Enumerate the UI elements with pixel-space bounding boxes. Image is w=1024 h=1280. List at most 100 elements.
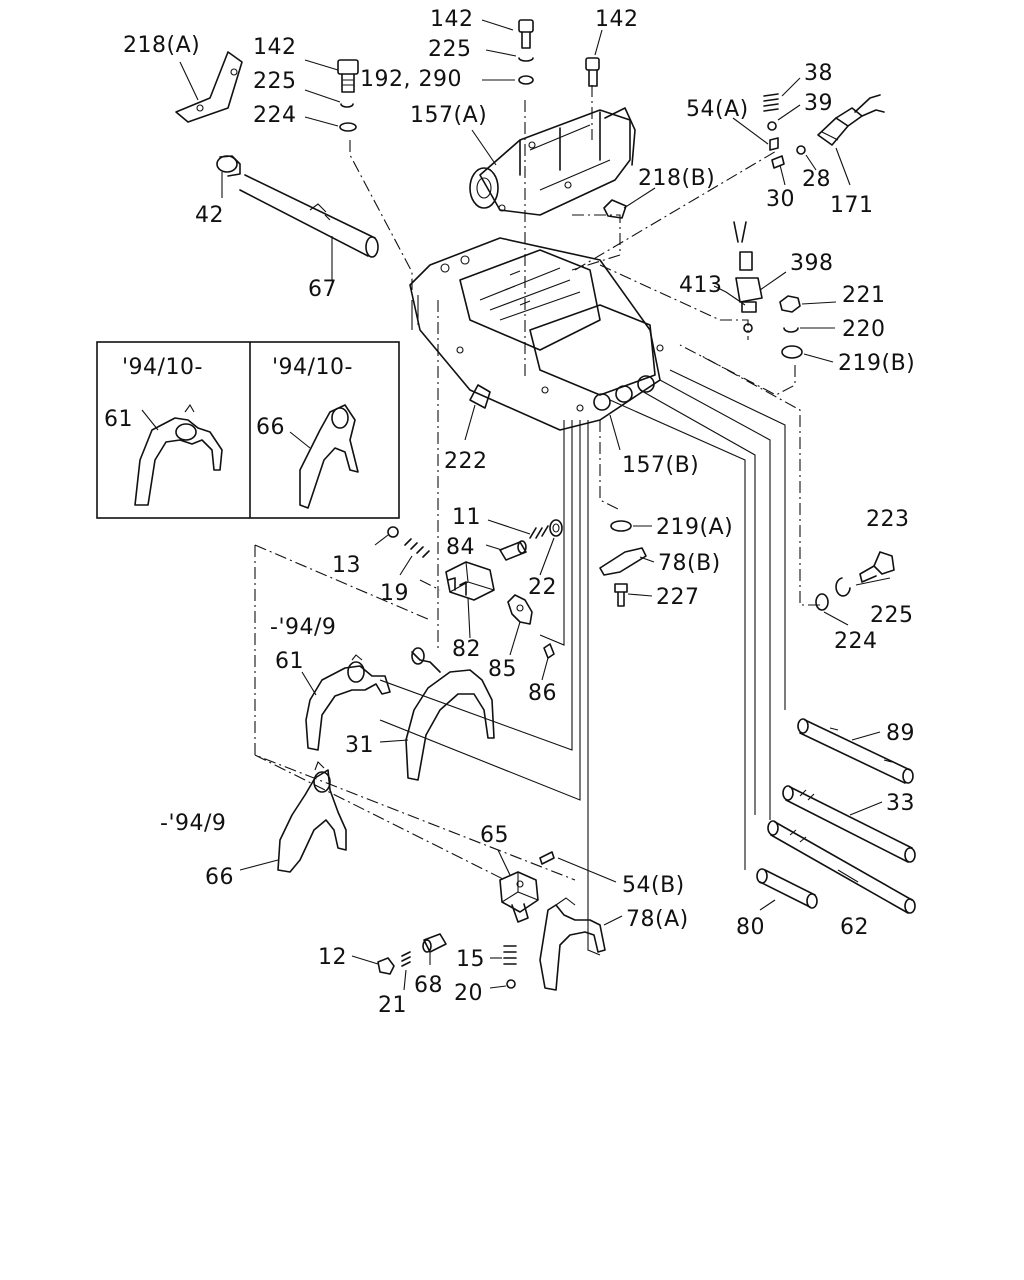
label-33: 33 [886,791,915,816]
shaft-guide-lines [379,369,786,956]
label-61-inset: 61 [104,407,133,432]
note-inset-right: '94/10- [272,355,353,380]
shaft-67 [216,155,379,258]
label-86: 86 [528,681,557,706]
label-224-left: 224 [253,103,297,128]
fork-66-lower [277,761,347,873]
plug-22 [549,519,563,537]
label-62: 62 [840,915,869,940]
label-68: 68 [414,973,443,998]
spring-21 [401,951,411,967]
shift-cover-case [409,237,664,431]
housing-157a [469,107,636,216]
lever-78a [539,897,606,991]
label-28: 28 [802,167,831,192]
assembly-lines [254,85,820,881]
note-range-lower: -'94/9 [160,811,226,836]
ball-413 [743,323,753,333]
leader-lines [141,19,891,991]
bolt-142-top [518,19,534,85]
label-142-left: 142 [253,35,297,60]
pin-86 [543,643,555,659]
inset-box [96,341,400,519]
bolt-142-left [337,59,359,93]
lever-85 [507,594,533,625]
label-65: 65 [480,823,509,848]
label-15: 15 [456,947,485,972]
label-54a: 54(A) [686,97,749,122]
label-20: 20 [454,981,483,1006]
note-inset-left: '94/10- [122,355,203,380]
label-61-lower: 61 [275,649,304,674]
shaft-89 [797,718,914,784]
note-range-upper: -'94/9 [270,615,336,640]
label-218b: 218(B) [638,166,715,191]
label-66-inset: 66 [256,415,285,440]
label-82: 82 [452,637,481,662]
ball-13 [387,526,399,538]
label-157a: 157(A) [410,103,487,128]
label-192-290: 192, 290 [360,67,462,92]
label-31: 31 [345,733,374,758]
nut-221 [779,295,801,313]
spring-38 [763,93,779,112]
switch-171 [817,94,885,146]
label-219a: 219(A) [656,515,733,540]
label-12: 12 [318,945,347,970]
shaft-62 [767,820,916,914]
label-78a: 78(A) [626,907,689,932]
label-11: 11 [452,505,481,530]
fork-31 [405,647,495,781]
bolt-223 [859,551,895,583]
bolt-227 [614,583,628,607]
ball-28 [796,145,806,155]
lever-78b [599,547,647,576]
bolt-142-right [585,57,600,87]
label-227: 227 [656,585,700,610]
label-39: 39 [804,91,833,116]
shaft-33 [782,785,916,863]
label-89: 89 [886,721,915,746]
label-67: 67 [308,277,337,302]
fork-61-lower [305,654,391,751]
fork-66-inset [299,404,359,509]
part-labels: 218(A) 142 225 224 42 67 142 225 192, 29… [104,7,915,1018]
label-84: 84 [446,535,475,560]
label-22: 22 [528,575,557,600]
washer-225-left [340,103,354,108]
washer-219b [781,345,803,359]
label-19: 19 [380,581,409,606]
washer-220 [783,327,799,333]
label-218a: 218(A) [123,33,200,58]
block-65 [499,871,539,923]
label-85: 85 [488,657,517,682]
label-142-top: 142 [430,7,474,32]
label-38: 38 [804,61,833,86]
pin-30 [771,155,785,169]
label-80: 80 [736,915,765,940]
label-30: 30 [766,187,795,212]
ball-20 [506,979,516,989]
washer-224-right [815,593,829,611]
washer-219a [610,520,632,532]
pin-54a [769,137,779,151]
label-225-left: 225 [253,69,297,94]
ball-39 [767,121,777,131]
clip-218b [603,199,627,219]
label-225-top: 225 [428,37,472,62]
bracket-222 [469,384,491,409]
label-78b: 78(B) [658,551,721,576]
label-66-lower: 66 [205,865,234,890]
label-413: 413 [679,273,723,298]
label-398: 398 [790,251,834,276]
washer-224-left [339,122,357,132]
label-54b: 54(B) [622,873,685,898]
washer-225-right [835,577,851,597]
fork-61-inset [134,403,223,506]
pin-54b [539,851,555,865]
spring-15 [503,945,517,965]
label-220: 220 [842,317,886,342]
date-notes: '94/10- '94/10- -'94/9 -'94/9 [122,355,353,836]
label-224-right: 224 [834,629,878,654]
spring-19 [404,538,430,558]
